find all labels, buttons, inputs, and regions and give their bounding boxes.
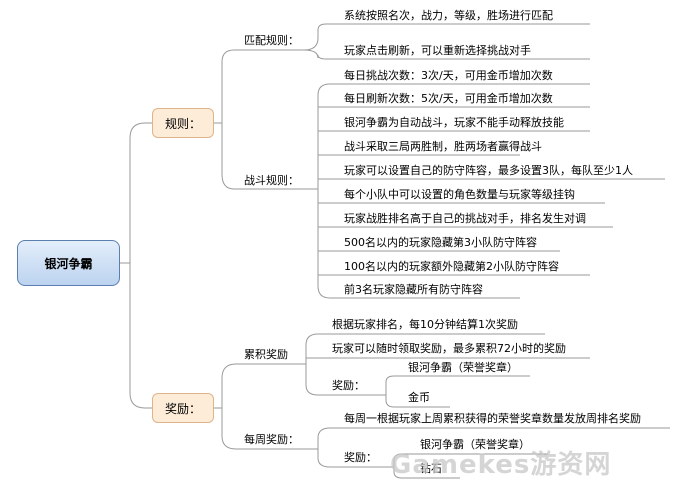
category-rewards-label: 奖励： [164, 401, 201, 416]
watermark-logo: Gamekes游资网 [390, 450, 612, 480]
root-node: 银河争霸 [17, 240, 120, 286]
category-rules-label: 规则： [164, 116, 201, 131]
battle-rule-item: 100名以内的玩家额外隐藏第2小队防守阵容 [344, 260, 559, 273]
cumulative-reward-sublabel: 奖励： [332, 379, 365, 392]
cumulative-reward-item: 根据玩家排名，每10分钟结算1次奖励 [332, 318, 518, 331]
category-rewards: 奖励： [152, 393, 214, 423]
root-label: 银河争霸 [44, 256, 93, 271]
match-rule-item: 玩家点击刷新，可以重新选择挑战对手 [344, 44, 531, 57]
weekly-reward-sublabel: 奖励： [344, 451, 377, 464]
battle-rule-item: 每个小队中可以设置的角色数量与玩家等级挂钩 [344, 188, 575, 201]
weekly-reward-item: 每周一根据玩家上周累积获得的荣誉奖章数量发放周排名奖励 [344, 412, 641, 425]
battle-rule-item: 银河争霸为自动战斗，玩家不能手动释放技能 [344, 116, 564, 129]
battle-rules-label: 战斗规则： [244, 174, 299, 187]
battle-rule-item: 战斗采取三局两胜制，胜两场者赢得战斗 [344, 140, 542, 153]
category-rules: 规则： [152, 108, 214, 138]
battle-rule-item: 500名以内的玩家隐藏第3小队防守阵容 [344, 236, 537, 249]
cumulative-rewards-label: 累积奖励 [244, 348, 288, 361]
match-rules-label: 匹配规则： [244, 34, 299, 47]
weekly-reward-prize: 银河争霸（荣誉奖章） [420, 438, 530, 451]
battle-rule-item: 玩家战胜排名高于自己的挑战对手，排名发生对调 [344, 212, 586, 225]
cumulative-reward-item: 玩家可以随时领取奖励，最多累积72小时的奖励 [332, 342, 566, 355]
battle-rule-item: 玩家可以设置自己的防守阵容，最多设置3队，每队至少1人 [344, 164, 633, 177]
battle-rule-item: 每日挑战次数：3次/天，可用金币增加次数 [344, 69, 553, 82]
battle-rule-item: 前3名玩家隐藏所有防守阵容 [344, 283, 483, 296]
weekly-rewards-label: 每周奖励： [244, 433, 299, 446]
cumulative-reward-prize: 金币 [408, 391, 430, 404]
cumulative-reward-prize: 银河争霸（荣誉奖章） [408, 361, 518, 374]
battle-rule-item: 每日刷新次数：5次/天，可用金币增加次数 [344, 92, 553, 105]
match-rule-item: 系统按照名次，战力，等级，胜场进行匹配 [344, 9, 553, 22]
weekly-reward-prize: 钻石 [420, 462, 442, 475]
